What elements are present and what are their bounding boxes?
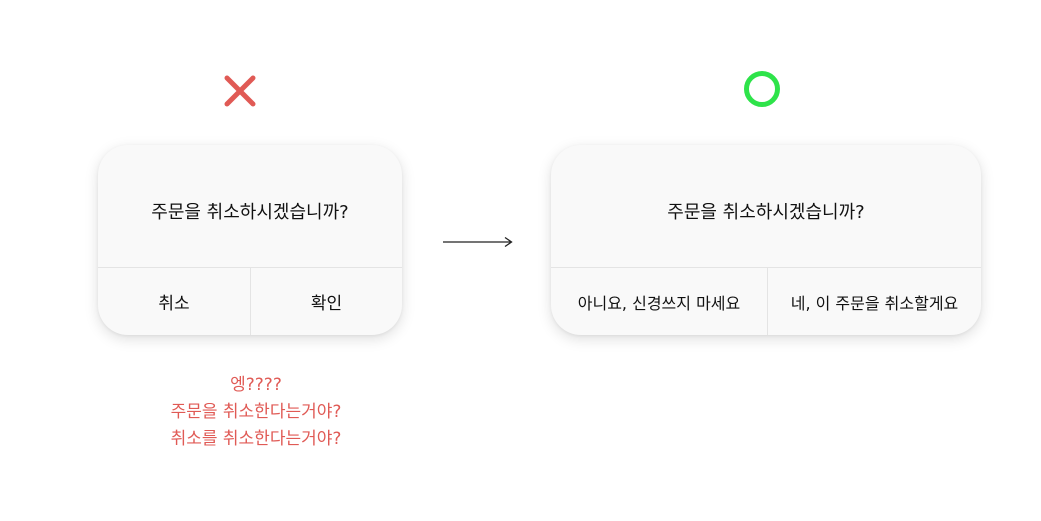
good-example-dialog: 주문을 취소하시겠습니까? 아니요, 신경쓰지 마세요 네, 이 주문을 취소할…	[551, 145, 981, 335]
dialog-divider	[551, 267, 981, 268]
cross-icon	[223, 74, 257, 108]
dialog-message: 주문을 취소하시겠습니까?	[667, 202, 865, 223]
cancel-order-button[interactable]: 네, 이 주문을 취소할게요	[790, 293, 959, 313]
dialog-button-row: 취소 확인	[98, 268, 402, 335]
annotation-line: 엥????	[230, 375, 282, 395]
circle-icon	[743, 70, 781, 108]
dialog-button-row: 아니요, 신경쓰지 마세요 네, 이 주문을 취소할게요	[551, 268, 981, 335]
dialog-divider	[98, 267, 402, 268]
keep-order-button[interactable]: 아니요, 신경쓰지 마세요	[551, 268, 768, 335]
cancel-button[interactable]: 취소	[98, 268, 251, 335]
right-arrow-icon	[442, 234, 514, 250]
confusion-annotation: 엥???? 주문을 취소한다는거야? 취소를 취소한다는거야?	[98, 372, 414, 453]
dialog-message: 주문을 취소하시겠습니까?	[151, 202, 349, 223]
annotation-line: 취소를 취소한다는거야?	[170, 429, 342, 449]
bad-example-dialog: 주문을 취소하시겠습니까? 취소 확인	[98, 145, 402, 335]
annotation-line: 주문을 취소한다는거야?	[170, 402, 342, 422]
confirm-button[interactable]: 확인	[310, 294, 343, 314]
